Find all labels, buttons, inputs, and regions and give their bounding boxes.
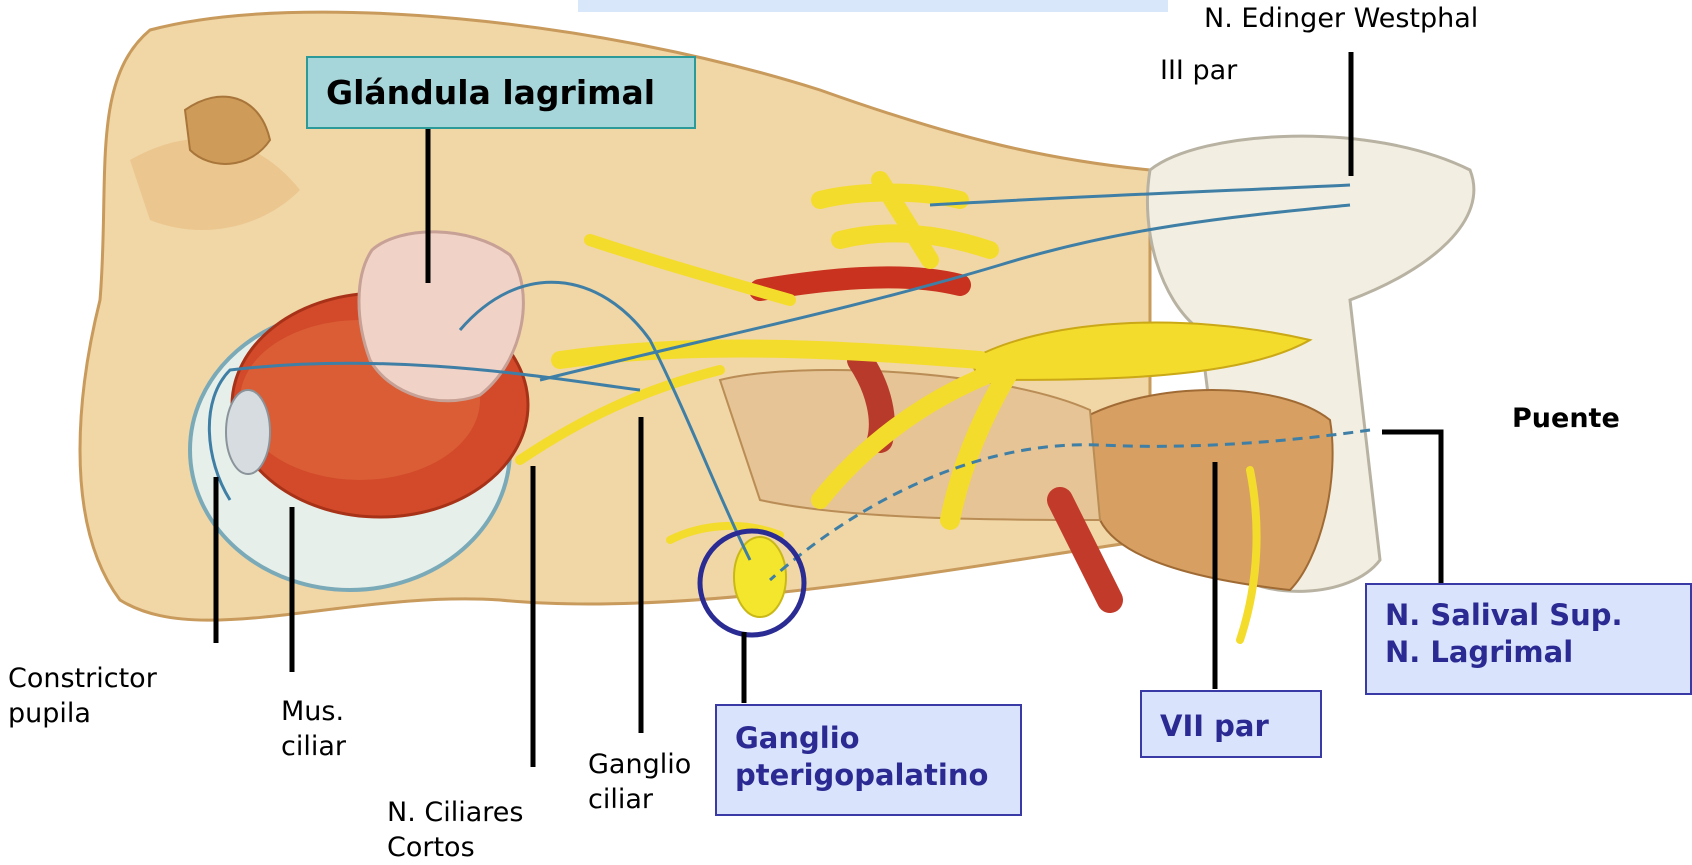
ganglio-pterigopalatino-line2: pterigopalatino — [735, 757, 1002, 794]
mus-ciliar-label: Mus. ciliar — [281, 695, 346, 764]
puente-label: Puente — [1512, 402, 1620, 437]
lacrimal-gland — [359, 232, 523, 401]
constrictor-pupila-label: Constrictor pupila — [8, 662, 157, 731]
constrictor-pupila-line1: Constrictor — [8, 662, 157, 697]
ganglio-ciliar-line2: ciliar — [588, 783, 691, 818]
ganglio-ciliar-label: Ganglio ciliar — [588, 748, 691, 817]
ganglio-ciliar-line1: Ganglio — [588, 748, 691, 783]
n-ciliares-cortos-label: N. Ciliares Cortos — [387, 796, 523, 865]
temporal-bone — [1076, 390, 1333, 590]
ganglio-pterigopalatino-line1: Ganglio — [735, 720, 1002, 757]
iii-par-label: III par — [1160, 54, 1237, 89]
n-salival-sup-label: N. Salival Sup. — [1385, 597, 1672, 634]
n-ciliares-cortos-line2: Cortos — [387, 831, 523, 865]
edinger-westphal-label: N. Edinger Westphal — [1204, 2, 1478, 37]
n-ciliares-cortos-line1: N. Ciliares — [387, 796, 523, 831]
salival-lagrimal-box: N. Salival Sup. N. Lagrimal — [1365, 583, 1692, 695]
pterygopalatine-ganglion — [734, 537, 786, 617]
glandula-lagrimal-label: Glándula lagrimal — [326, 73, 655, 112]
mus-ciliar-line1: Mus. — [281, 695, 346, 730]
constrictor-pupila-line2: pupila — [8, 697, 157, 732]
mus-ciliar-line2: ciliar — [281, 730, 346, 765]
vii-par-label: VII par — [1160, 709, 1269, 743]
lens — [226, 390, 270, 474]
n-lagrimal-label: N. Lagrimal — [1385, 634, 1672, 671]
vii-par-box: VII par — [1140, 690, 1322, 758]
leader-salival — [1382, 432, 1441, 583]
ganglio-pterigopalatino-box: Ganglio pterigopalatino — [715, 704, 1022, 816]
glandula-lagrimal-box: Glándula lagrimal — [306, 56, 696, 129]
